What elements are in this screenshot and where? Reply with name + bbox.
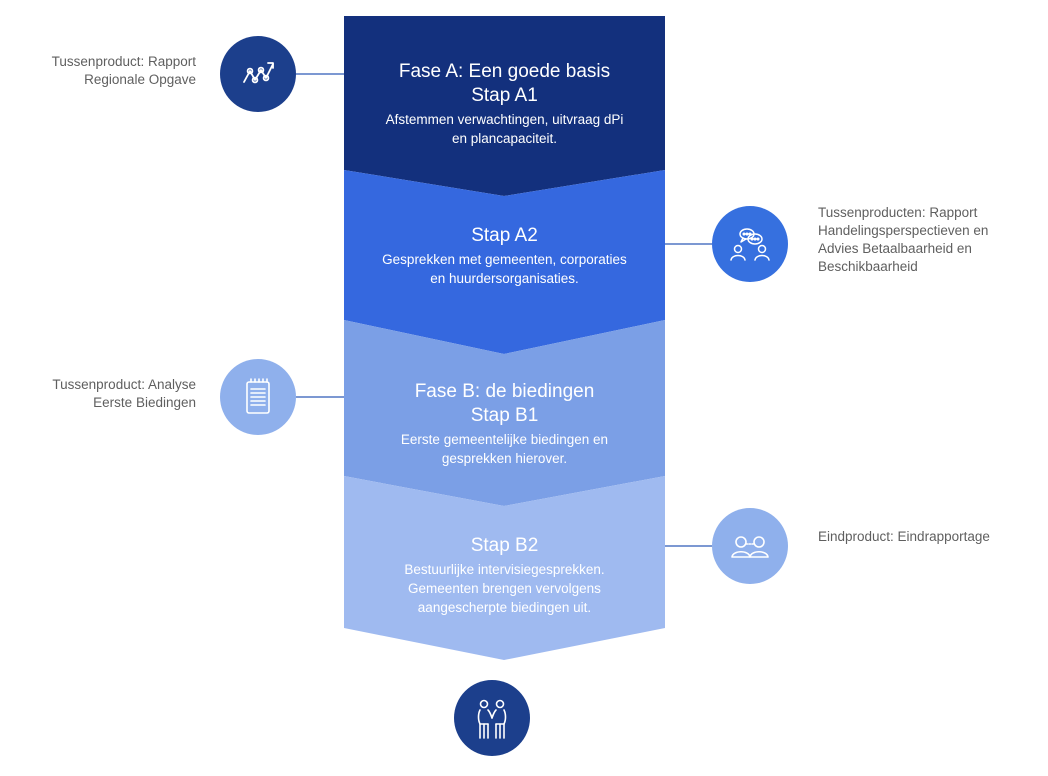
product-label-line: Eerste Biedingen (93, 395, 196, 410)
product-label-a1: Tussenproduct: Rapport Regionale Opgave (0, 53, 196, 89)
step-a1-text: Fase A: Een goede basis Stap A1 Afstemme… (344, 60, 665, 148)
step-a1-description: Afstemmen verwachtingen, uitvraag dPi en… (344, 110, 665, 148)
document-icon (220, 359, 296, 435)
step-a2-description: Gesprekken met gemeenten, corporaties en… (344, 250, 665, 288)
step-a1-desc-line: Afstemmen verwachtingen, uitvraag dPi (385, 112, 624, 127)
step-b2-desc-line: Bestuurlijke intervisiegesprekken. (404, 562, 605, 577)
step-b1-text: Fase B: de biedingen Stap B1 Eerste geme… (344, 380, 665, 468)
step-a2-text: Stap A2 Gesprekken met gemeenten, corpor… (344, 224, 665, 288)
step-b2-block (344, 476, 665, 660)
step-b1-desc-line: Eerste gemeentelijke biedingen en (400, 432, 609, 447)
step-b1-desc-line: gesprekken hierover. (441, 451, 568, 466)
step-b2-title: Stap B2 (470, 535, 539, 556)
step-b1-block (344, 320, 665, 506)
step-b1-title: Stap B1 (470, 405, 539, 426)
step-b2-description: Bestuurlijke intervisiegesprekken. Gemee… (344, 560, 665, 617)
step-a1-desc-line: en plancapaciteit. (451, 131, 558, 146)
product-label-line: Handelingsperspectieven en (818, 223, 989, 238)
product-label-b1: Tussenproduct: Analyse Eerste Biedingen (0, 376, 196, 412)
step-a2-title: Stap A2 (471, 225, 538, 246)
product-label-line: Advies Betaalbaarheid en (818, 241, 972, 256)
step-a1-block (344, 16, 665, 196)
growth-chart-icon (220, 36, 296, 112)
product-label-line: Tussenproduct: Analyse (52, 377, 196, 392)
step-a2-desc-line: Gesprekken met gemeenten, corporaties (382, 252, 627, 267)
step-b2-desc-line: Gemeenten brengen vervolgens (408, 581, 601, 596)
product-label-line: Tussenproducten: Rapport (818, 205, 978, 220)
step-a1-title: Stap A1 (471, 85, 538, 106)
product-label-line: Beschikbaarheid (818, 259, 918, 274)
step-a2-block (344, 170, 665, 354)
product-label-line: Regionale Opgave (84, 72, 196, 87)
product-label-line: Tussenproduct: Rapport (51, 54, 196, 69)
phase-a-title: Fase A: Een goede basis (398, 61, 611, 82)
step-b2-desc-line: aangescherpte biedingen uit. (417, 600, 592, 615)
step-b1-description: Eerste gemeentelijke biedingen en gespre… (344, 430, 665, 468)
phase-b-title: Fase B: de biedingen (414, 381, 595, 402)
product-label-b2: Eindproduct: Eindrapportage (818, 528, 1046, 546)
conversation-icon (712, 206, 788, 282)
step-a2-desc-line: en huurdersorganisaties. (430, 271, 579, 286)
product-label-line: Eindproduct: Eindrapportage (818, 529, 990, 544)
meeting-icon (712, 508, 788, 584)
step-b2-text: Stap B2 Bestuurlijke intervisiegesprekke… (344, 534, 665, 617)
product-label-a2: Tussenproducten: Rapport Handelingspersp… (818, 204, 1046, 276)
handshake-icon (454, 680, 530, 756)
